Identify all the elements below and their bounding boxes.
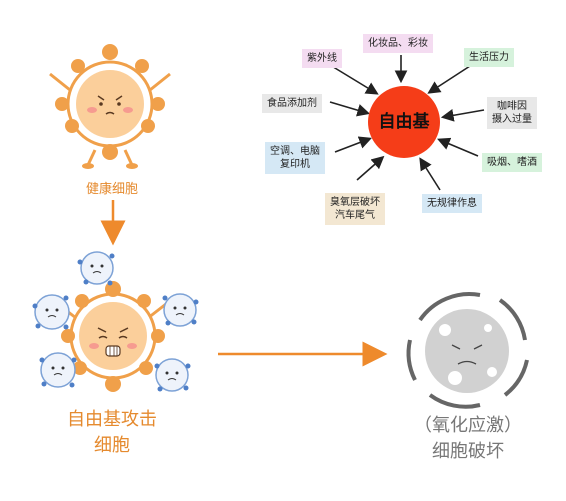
free-radical-label: 自由基 (378, 112, 430, 132)
radical-bubble-1 (77, 251, 115, 286)
source-tag-irregular: 无规律作息 (422, 194, 482, 213)
source-arrows (329, 55, 485, 191)
source-tag-smoking: 吸烟、嗜酒 (482, 153, 542, 172)
source-tag-caffeine: 咖啡因 摄入过量 (487, 97, 537, 129)
healthy-cell-graphic (49, 44, 171, 169)
result-label-line2: 细胞破坏 (432, 441, 504, 462)
radical-bubble-5 (154, 358, 191, 392)
attacked-cell-graphic (57, 281, 167, 392)
source-tag-ozone: 臭氧层破坏 汽车尾气 (325, 193, 385, 225)
radical-bubble-2 (32, 294, 70, 330)
healthy-cell-label: 健康细胞 (85, 182, 138, 197)
attack-label-line2: 细胞 (94, 435, 130, 456)
source-tag-cosmetics: 化妆品、彩妆 (363, 34, 433, 53)
damaged-cell-graphic (406, 292, 529, 409)
source-tag-stress: 生活压力 (464, 48, 514, 67)
source-tag-additives: 食品添加剂 (262, 94, 322, 113)
attack-label-line1: 自由基攻击 (67, 409, 157, 430)
radical-bubble-3 (162, 293, 199, 327)
source-tag-appliances: 空调、电脑 复印机 (265, 142, 325, 174)
source-tag-uv: 紫外线 (302, 49, 342, 68)
free-radical-sun (368, 86, 440, 158)
result-label-line1: （氧化应激） (414, 415, 522, 436)
radical-bubble-4 (39, 352, 77, 388)
